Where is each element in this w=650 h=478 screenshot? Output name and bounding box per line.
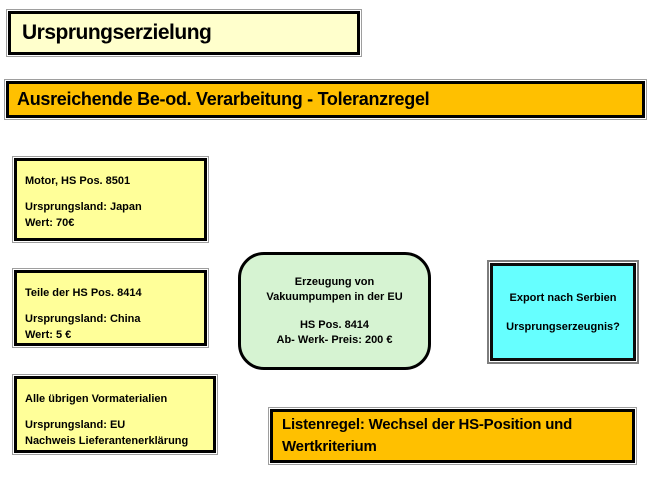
export-question: Ursprungserzeugnis?: [506, 320, 620, 333]
line-spacer: [493, 305, 633, 320]
process-line: Erzeugung von: [294, 275, 375, 288]
title-box: Ursprungserzielung: [6, 9, 362, 57]
material-title: Teile der HS Pos. 8414: [25, 287, 142, 299]
material-origin: Ursprungsland: Japan: [25, 201, 142, 213]
rule-text: Listenregel: Wechsel der HS-Position und…: [282, 416, 573, 455]
process-hs-position: HS Pos. 8414: [299, 318, 370, 331]
export-destination: Export nach Serbien: [509, 291, 617, 304]
material-value: Wert: 5 €: [25, 329, 72, 341]
toleranz-banner: Ausreichende Be-od. Verarbeitung - Toler…: [4, 79, 647, 120]
material-box-motor: Motor, HS Pos. 8501 Ursprungsland: Japan…: [12, 156, 209, 243]
process-price: Ab- Werk- Preis: 200 €: [276, 333, 393, 346]
export-box: Export nach Serbien Ursprungserzeugnis?: [487, 260, 639, 364]
listenregel-box: Listenregel: Wechsel der HS-Position und…: [268, 407, 637, 465]
line-spacer: [25, 189, 196, 199]
material-origin: Ursprungsland: EU: [25, 419, 126, 431]
process-line: Vakuumpumpen in der EU: [266, 290, 403, 303]
material-box-teile: Teile der HS Pos. 8414 Ursprungsland: Ch…: [12, 268, 209, 348]
line-spacer: [25, 407, 205, 417]
material-value: Wert: 70€: [25, 217, 75, 229]
line-spacer: [25, 301, 196, 311]
material-title: Motor, HS Pos. 8501: [25, 175, 131, 187]
material-proof: Nachweis Lieferantenerklärung: [25, 435, 189, 447]
material-origin: Ursprungsland: China: [25, 313, 141, 325]
slide-title: Ursprungserzielung: [22, 21, 212, 44]
line-spacer: [251, 305, 418, 318]
material-box-vormaterialien: Alle übrigen Vormaterialien Ursprungslan…: [12, 374, 218, 455]
banner-text: Ausreichende Be-od. Verarbeitung - Toler…: [17, 89, 430, 109]
material-title: Alle übrigen Vormaterialien: [25, 393, 168, 405]
process-box: Erzeugung von Vakuumpumpen in der EU HS …: [238, 252, 431, 370]
